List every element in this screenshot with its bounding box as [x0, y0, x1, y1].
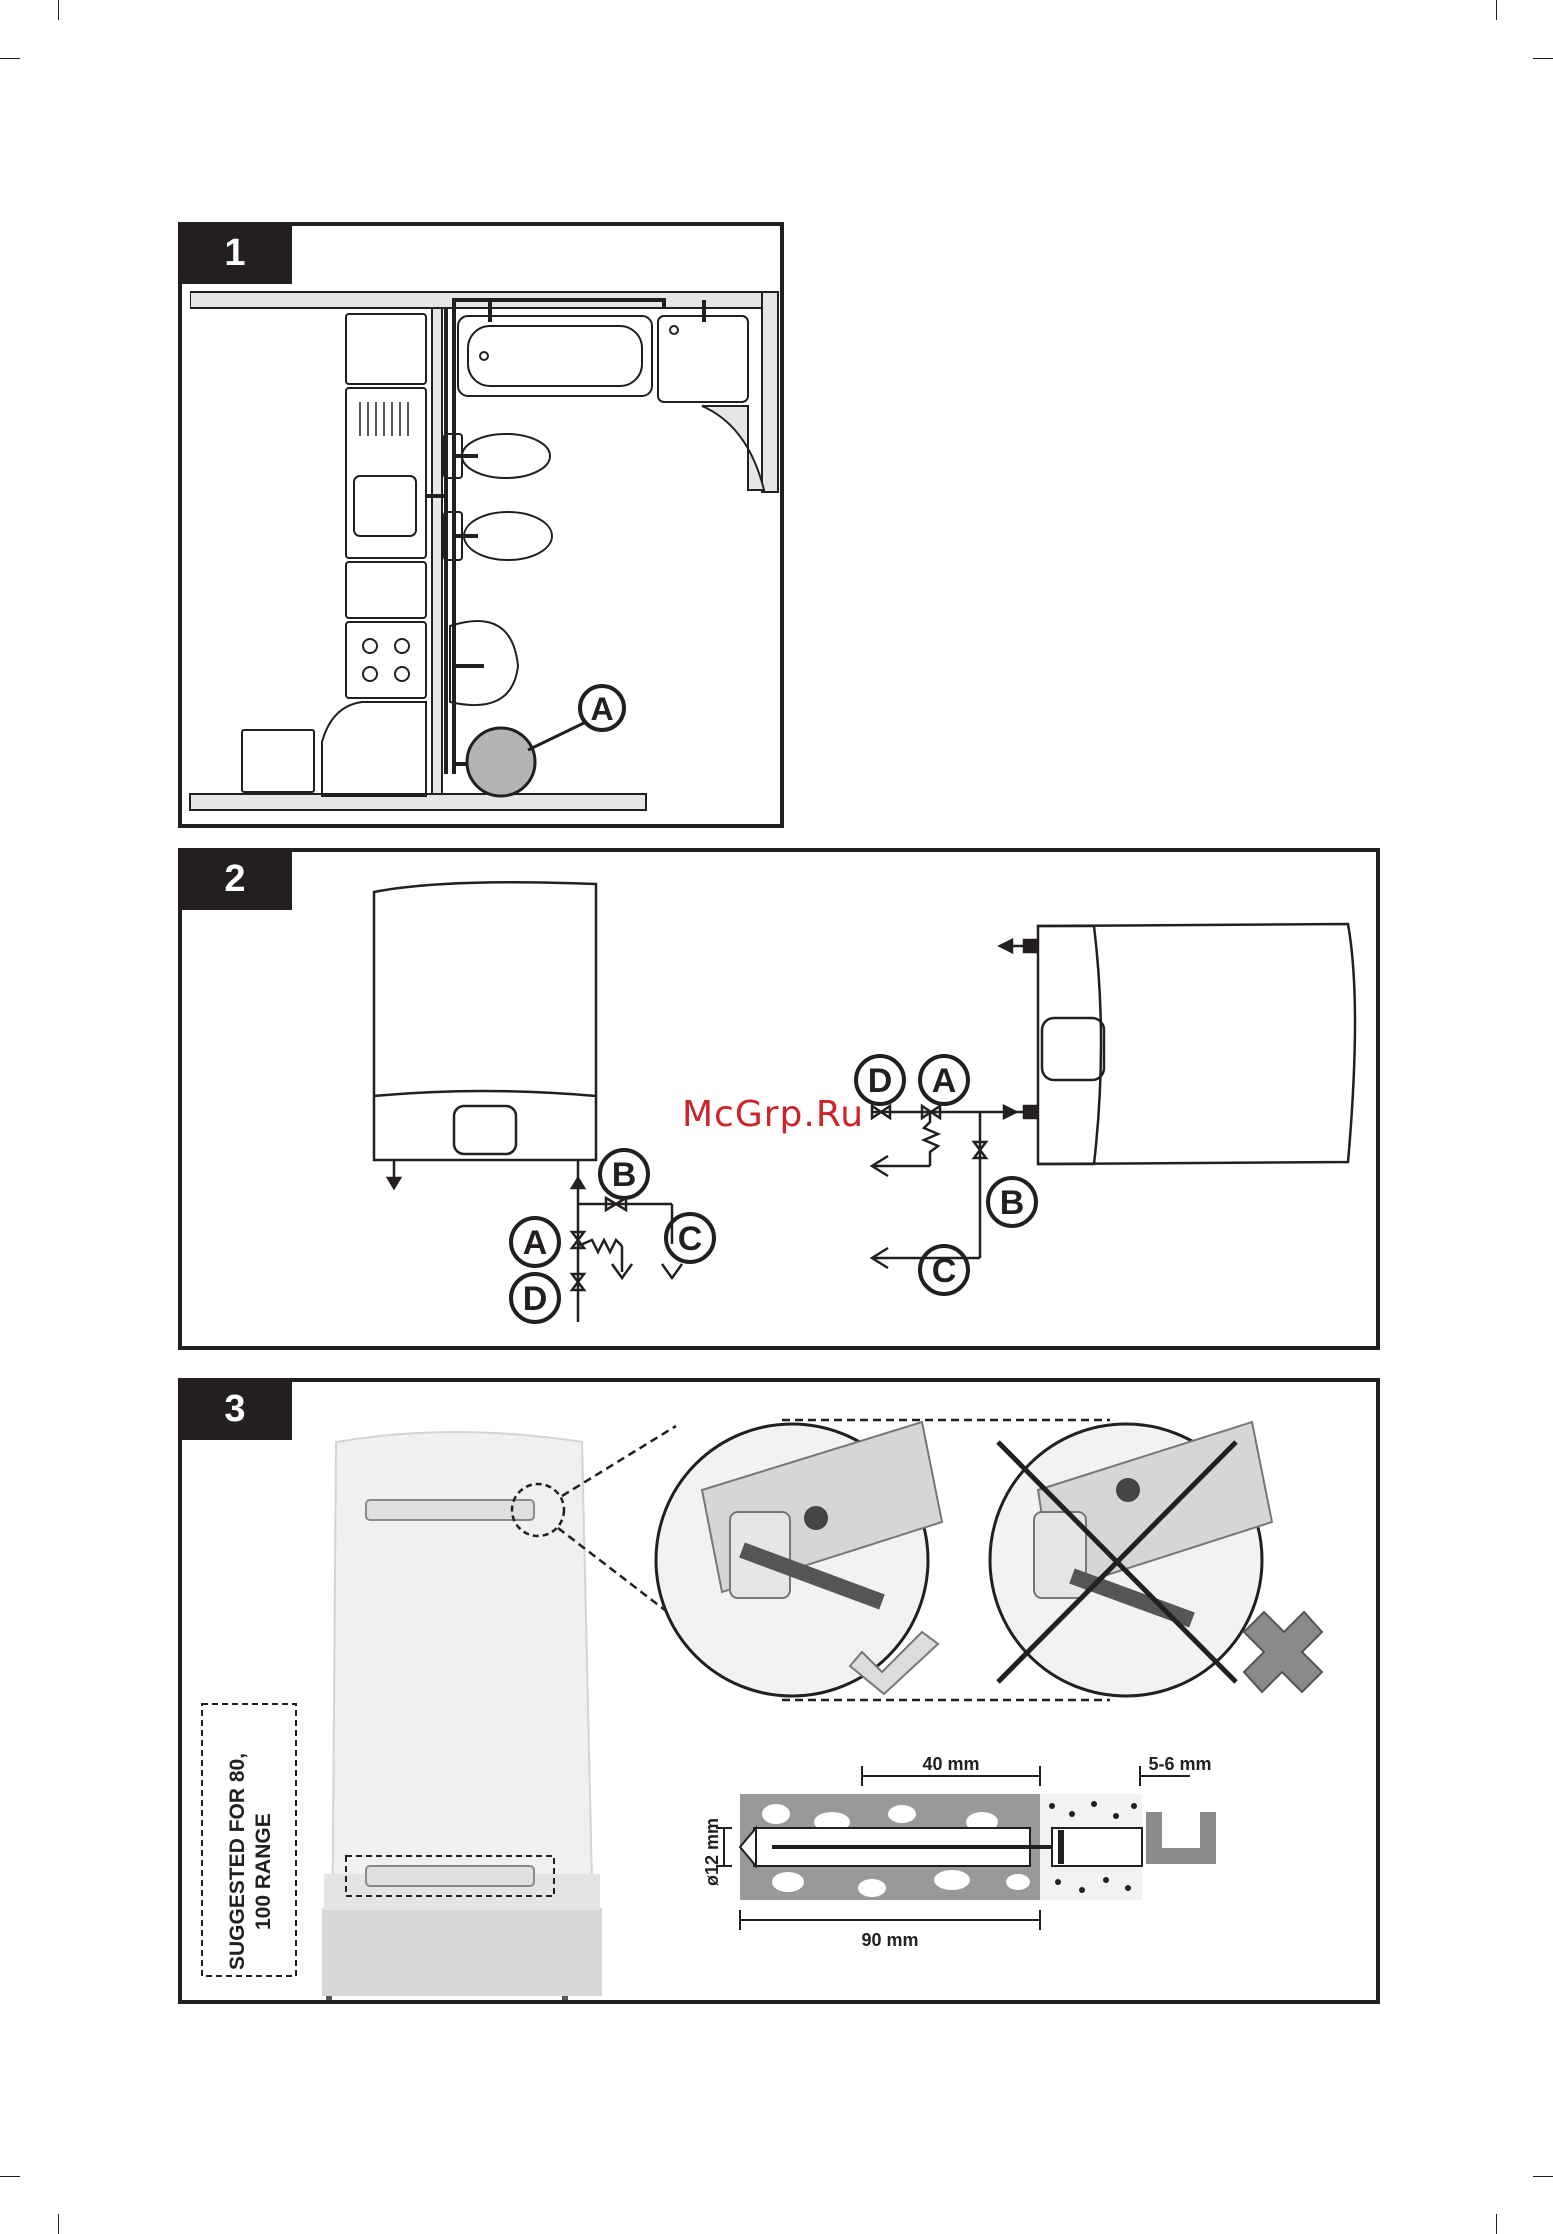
sink-drainer	[360, 402, 408, 436]
heater-wall-bracket	[1154, 1812, 1208, 1856]
callout-c-label: C	[932, 1252, 957, 1290]
floor-plan-drawing: A	[182, 226, 780, 824]
vertical-heater-body	[374, 882, 596, 1160]
crop-mark	[1496, 2214, 1497, 2234]
fridge	[242, 730, 314, 792]
cooktop-unit	[346, 622, 426, 698]
dimension-depth: 40 mm	[922, 1754, 979, 1774]
bathtub-inner	[468, 326, 642, 386]
bath-wall-curve	[702, 406, 764, 490]
crop-mark	[1533, 58, 1553, 59]
callout-b-label: B	[1000, 1184, 1025, 1222]
cross-mark-icon	[1244, 1612, 1322, 1692]
washbasin	[450, 621, 518, 705]
kitchen-cabinet	[346, 314, 426, 384]
water-heater-tank	[467, 728, 535, 796]
crop-mark	[0, 58, 20, 59]
callout-a-label: A	[523, 1224, 548, 1262]
callout-b-label: B	[612, 1156, 637, 1194]
horizontal-heater-body	[1038, 924, 1355, 1164]
shower-tray	[658, 316, 748, 402]
dimension-diameter: ø12 mm	[702, 1818, 722, 1886]
crop-mark	[58, 0, 59, 20]
kitchen-cabinet	[346, 562, 426, 618]
watermark: McGrp.Ru	[682, 1094, 864, 1135]
burner	[363, 639, 377, 653]
mounting-diagram: SUGGESTED FOR 80, 100 RANGE 40 mm 5-6 mm…	[182, 1382, 1376, 2000]
crop-mark	[58, 2214, 59, 2234]
suggested-note-line2: 100 RANGE	[252, 1813, 275, 1930]
kitchen-corner-unit	[322, 702, 426, 796]
dimension-length: 90 mm	[861, 1930, 918, 1950]
callout-a-label: A	[590, 691, 613, 727]
lower-bracket	[366, 1866, 534, 1886]
wall-left	[182, 284, 190, 824]
kitchen-sink-unit	[346, 388, 426, 558]
wall-right-bath	[762, 292, 778, 492]
upper-bracket	[366, 1500, 534, 1520]
crop-mark	[1533, 2176, 1553, 2177]
crop-mark	[1496, 0, 1497, 20]
callout-d-label: D	[868, 1062, 893, 1100]
callout-d-label: D	[523, 1280, 548, 1318]
callout-a-label: A	[932, 1062, 957, 1100]
callout-leader	[528, 722, 586, 750]
panel-1-floor-plan: 1	[178, 222, 784, 828]
dimension-gap: 5-6 mm	[1148, 1754, 1211, 1774]
suggested-note-line1: SUGGESTED FOR 80,	[226, 1753, 249, 1970]
callout-c-label: C	[678, 1220, 703, 1258]
crop-mark	[0, 2176, 20, 2177]
sink-bowl	[354, 476, 416, 536]
water-pipes	[426, 300, 704, 774]
wall-partition	[432, 308, 442, 794]
panel-3-wall-mounting: 3 SUGGESTED FOR 80, 100	[178, 1378, 1380, 2004]
